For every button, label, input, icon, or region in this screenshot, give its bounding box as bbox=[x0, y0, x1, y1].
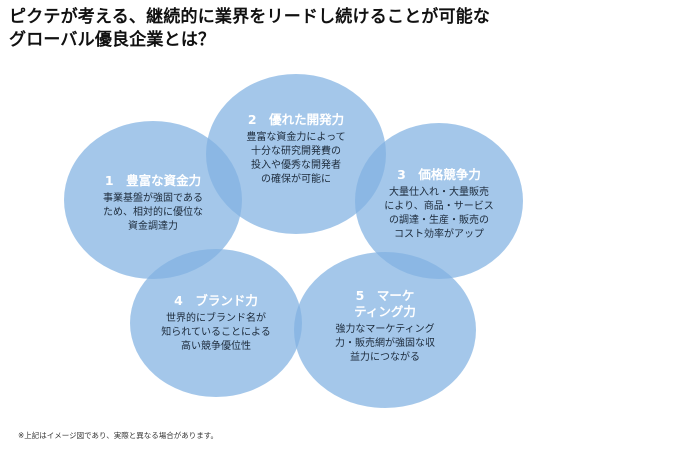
description-line: の確保が可能に bbox=[261, 174, 331, 185]
circle-description: 事業基盤が強固である ため、相対的に優位な 資金調達力 bbox=[64, 192, 242, 234]
description-line: の調達・生産・販売の bbox=[389, 215, 489, 226]
description-line: 投入や優秀な開発者 bbox=[251, 160, 341, 171]
circle-description: 世界的にブランド名が 知られていることによる 高い競争優位性 bbox=[130, 312, 302, 354]
circle-description: 豊富な資金力によって 十分な研究開発費の 投入や優秀な開発者 の確保が可能に bbox=[206, 131, 386, 187]
circle-heading: 2 優れた開発力 bbox=[247, 112, 345, 127]
description-line: コスト効率がアップ bbox=[394, 229, 484, 240]
description-line: ため、相対的に優位な bbox=[103, 207, 203, 218]
description-line: 十分な研究開発費の bbox=[251, 146, 341, 157]
footnote: ※上記はイメージ図であり、実際と異なる場合があります。 bbox=[18, 431, 219, 440]
page-title: ピクテが考える、継続的に業界をリードし続けることが可能な グローバル優良企業とは… bbox=[9, 6, 609, 52]
circle-description: 大量仕入れ・大量販売 により、商品・サービス の調達・生産・販売の コスト効率が… bbox=[355, 186, 523, 242]
description-line: 大量仕入れ・大量販売 bbox=[389, 187, 489, 198]
description-line: 高い競争優位性 bbox=[181, 341, 251, 352]
title-line-1: ピクテが考える、継続的に業界をリードし続けることが可能な bbox=[9, 7, 491, 27]
circle-heading: 5 マーケ ティング力 bbox=[294, 288, 476, 320]
circle-heading: 3 価格競争力 bbox=[397, 167, 481, 182]
heading-line: ティング力 bbox=[354, 304, 416, 319]
circle-marketing-power: 5 マーケ ティング力 強力なマーケティング 力・販売網が強固な収 益力につなが… bbox=[294, 252, 476, 408]
description-line: 事業基盤が強固である bbox=[103, 193, 203, 204]
heading-line: 5 マーケ bbox=[355, 288, 415, 303]
circle-heading: 4 ブランド力 bbox=[174, 293, 258, 308]
description-line: 強力なマーケティング bbox=[335, 324, 435, 335]
description-line: 益力につながる bbox=[350, 352, 420, 363]
description-line: 資金調達力 bbox=[128, 221, 178, 232]
description-line: 知られていることによる bbox=[161, 327, 271, 338]
title-line-2: グローバル優良企業とは？ bbox=[9, 30, 216, 50]
description-line: 世界的にブランド名が bbox=[166, 313, 266, 324]
description-line: 豊富な資金力によって bbox=[246, 132, 346, 143]
description-line: により、商品・サービス bbox=[384, 201, 494, 212]
circle-heading: 1 豊富な資金力 bbox=[104, 173, 202, 188]
circle-description: 強力なマーケティング 力・販売網が強固な収 益力につながる bbox=[294, 323, 476, 365]
circle-brand-power: 4 ブランド力 世界的にブランド名が 知られていることによる 高い競争優位性 bbox=[130, 249, 302, 397]
description-line: 力・販売網が強固な収 bbox=[335, 338, 435, 349]
